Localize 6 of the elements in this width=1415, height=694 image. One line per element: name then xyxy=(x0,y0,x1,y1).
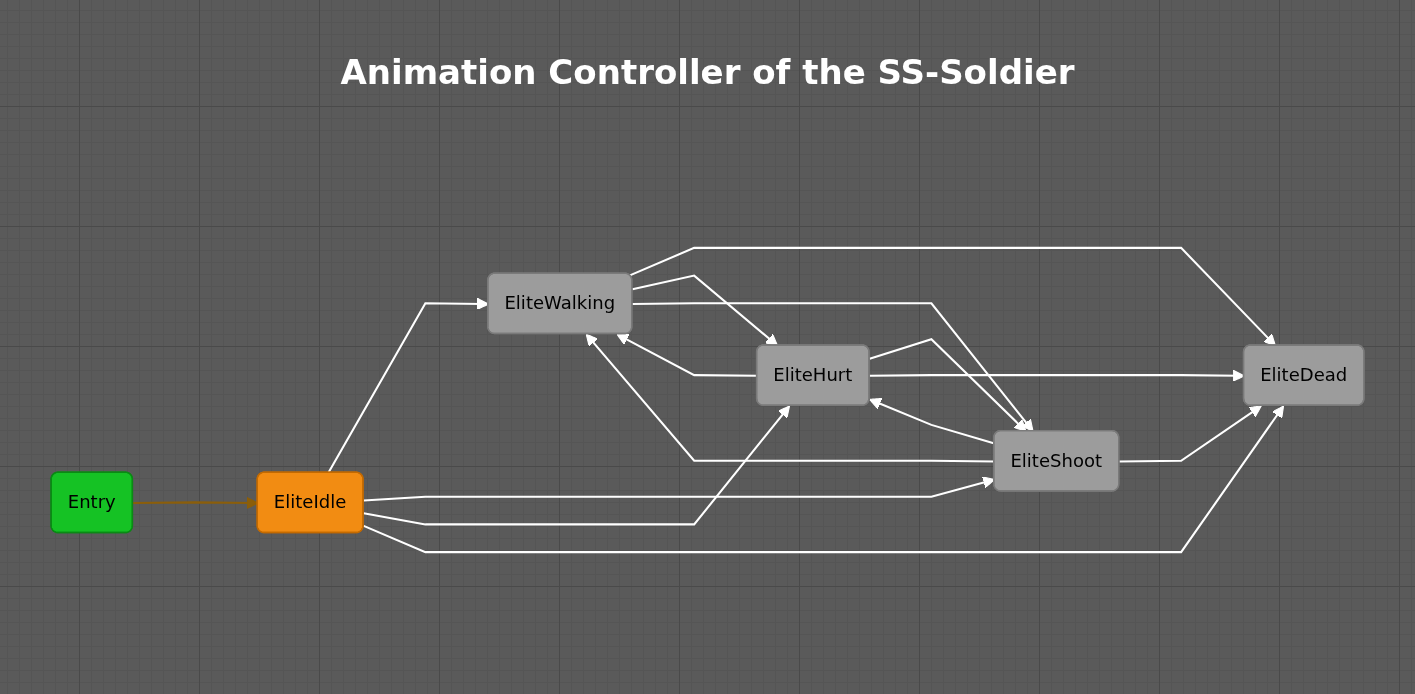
arrow xyxy=(632,302,1034,432)
arrow xyxy=(363,405,1285,554)
diagram-title: Animation Controller of the SS-Soldier xyxy=(340,52,1075,92)
arrow xyxy=(363,405,791,526)
arrow xyxy=(1119,405,1262,463)
arrow xyxy=(869,338,1027,432)
